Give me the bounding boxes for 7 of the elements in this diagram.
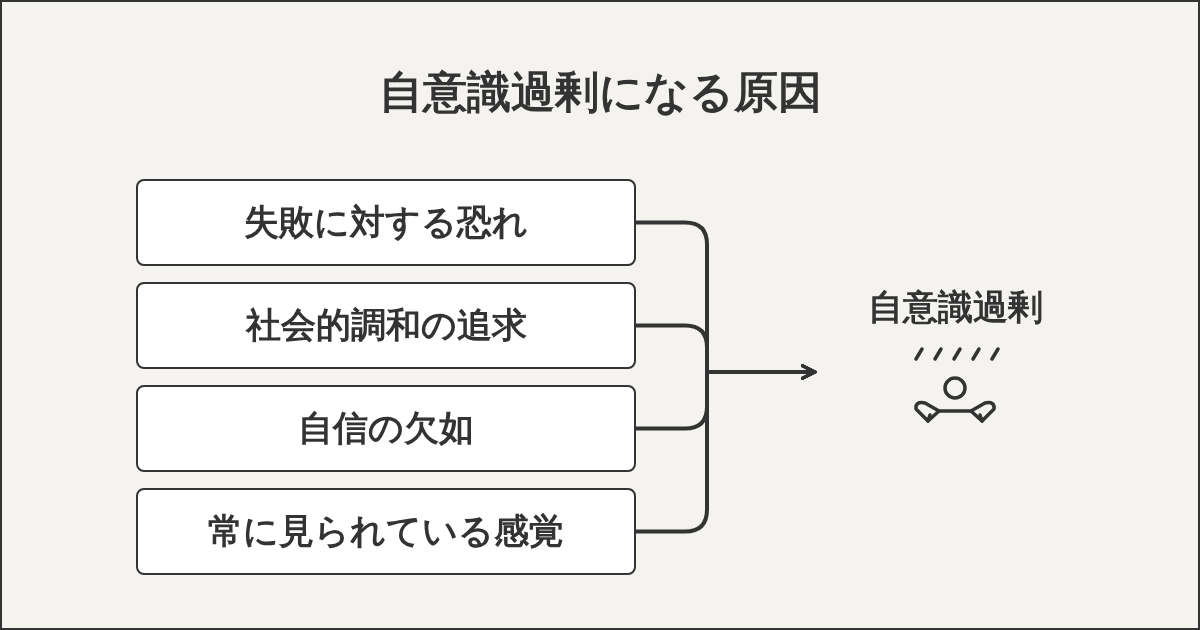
cause-box: 常に見られている感覚	[136, 488, 636, 575]
cause-box: 自信の欠如	[136, 385, 636, 472]
connector-arrow	[636, 364, 817, 534]
result-label: 自意識過剰	[867, 286, 1043, 329]
title: 自意識過剰になる原因	[377, 66, 823, 119]
cause-box: 社会的調和の追求	[136, 282, 636, 369]
cause-box: 失敗に対する恐れ	[136, 179, 636, 266]
